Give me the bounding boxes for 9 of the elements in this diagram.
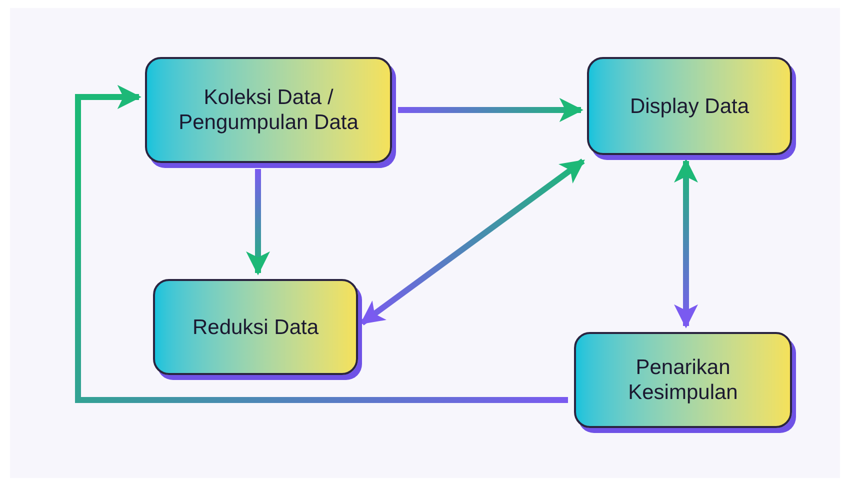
arrow <box>246 169 270 276</box>
arrow <box>360 158 585 326</box>
arrow <box>398 98 584 122</box>
arrow <box>674 158 698 328</box>
box-label: Koleksi Data / Pengumpulan Data <box>178 85 360 135</box>
box-label: Reduksi Data <box>192 314 319 340</box>
arrow <box>75 85 568 403</box>
box-label: Penarikan Kesimpulan <box>627 355 739 405</box>
box-label: Display Data <box>630 94 750 118</box>
